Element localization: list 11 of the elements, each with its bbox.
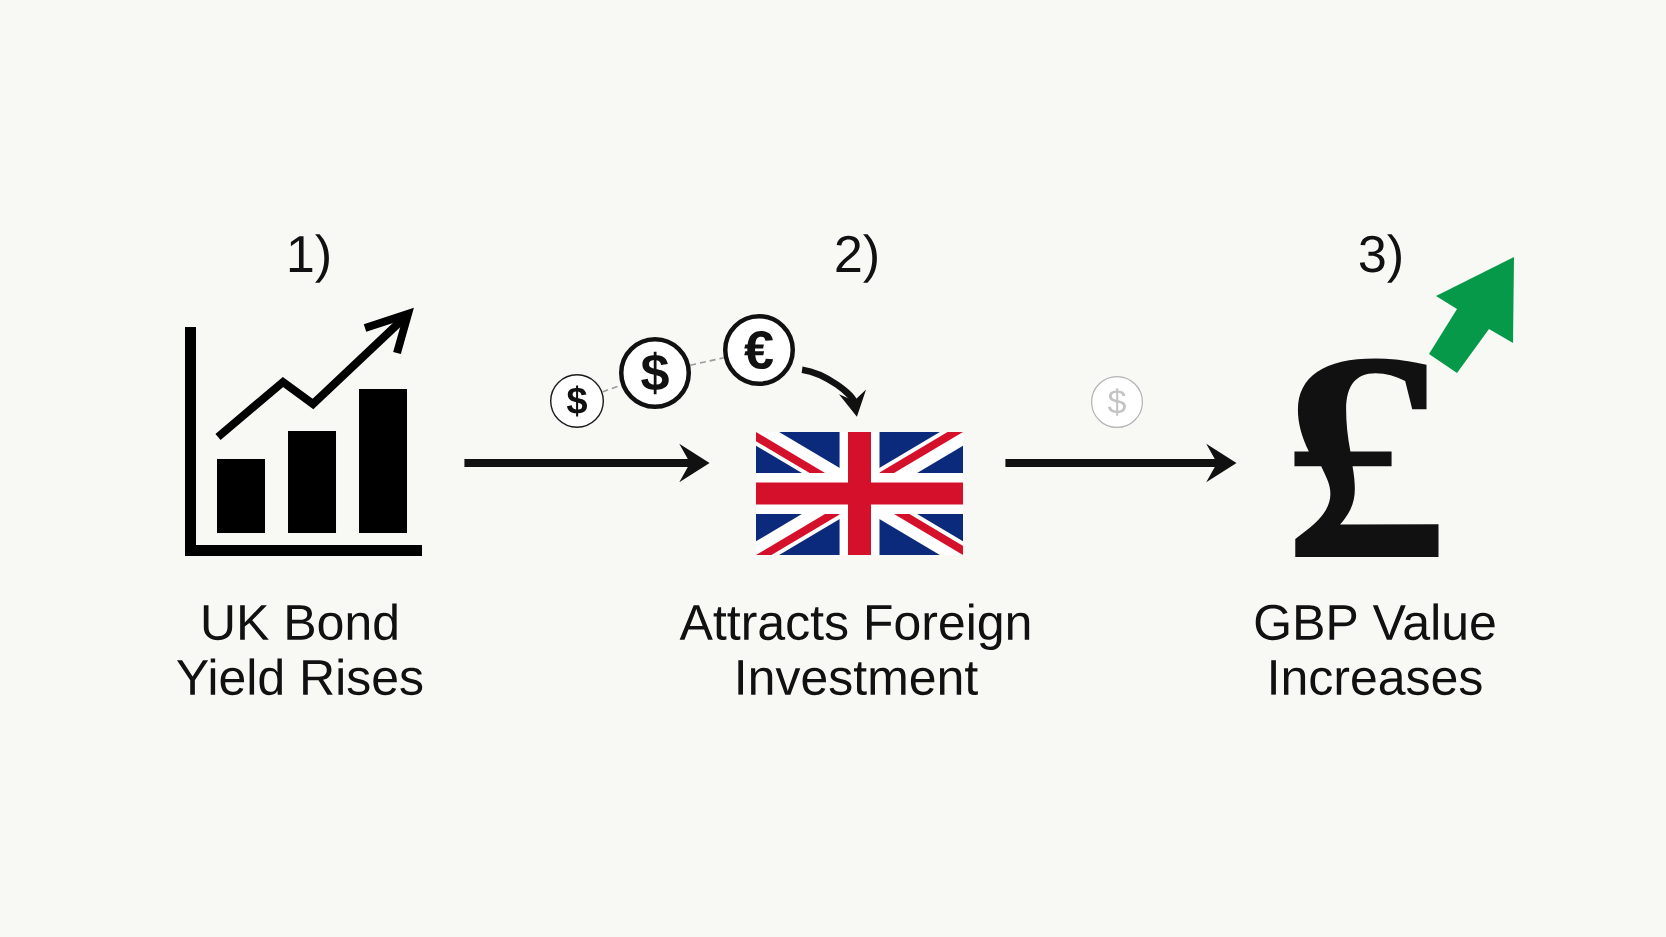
dashed-line	[689, 356, 725, 367]
step-number: 2)	[836, 234, 877, 283]
currency-coin: $	[550, 374, 604, 428]
pound-sign: £	[1294, 358, 1439, 557]
bar-chart-icon	[185, 307, 422, 556]
step-caption: Attracts Foreign Investment	[679, 603, 1030, 696]
step-caption: UK Bond Yield Rises	[177, 603, 423, 696]
currency-coin: $	[1091, 376, 1143, 428]
step-number: 3)	[1359, 234, 1401, 283]
flag-icon	[756, 432, 963, 555]
step-caption: GBP Value Increases	[1255, 603, 1495, 696]
